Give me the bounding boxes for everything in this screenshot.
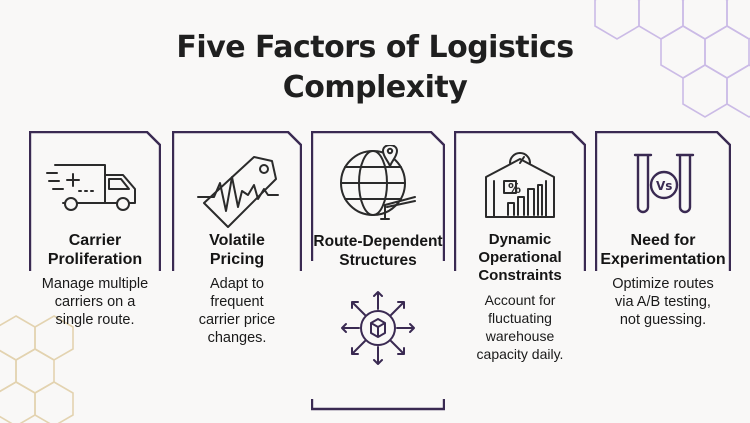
distribution-hub-icon — [341, 291, 415, 365]
heading-line: Operational — [478, 249, 562, 266]
panel-heading: Carrier Proliferation — [29, 231, 161, 269]
description-line: Account for — [484, 292, 556, 308]
description-line: frequent — [210, 294, 264, 310]
price-tag-volatility-icon — [197, 156, 279, 228]
svg-text:%: % — [508, 182, 521, 197]
description-line: carriers on a — [54, 294, 136, 310]
warehouse-capacity-icon: % — [485, 152, 555, 218]
panel-heading: Route-Dependent Structures — [311, 232, 445, 270]
description-line: Adapt to — [209, 276, 264, 292]
heading-line: Constraints — [478, 267, 562, 284]
description-line: capacity daily. — [476, 346, 564, 362]
description-line: via A/B testing, — [615, 294, 711, 310]
ab-test-tubes-icon: Vs — [633, 153, 695, 214]
heading-line: Dynamic — [488, 231, 552, 248]
panel-frame — [172, 131, 302, 271]
description-line: changes. — [207, 330, 267, 346]
panel-frame — [454, 131, 586, 271]
panel-description: Adapt to frequent carrier price changes. — [172, 275, 302, 347]
description-line: carrier price — [198, 312, 276, 328]
heading-line: Structures — [339, 252, 417, 269]
title-line: Complexity — [282, 70, 468, 105]
description-line: Optimize routes — [612, 276, 714, 292]
panel-heading: Volatile Pricing — [172, 231, 302, 269]
description-line: Manage multiple — [41, 276, 149, 292]
factor-panel-need-for-experimentation: Vs Need for Experimentation Optimize rou… — [595, 131, 731, 411]
page-title: Five Factors of Logistics Complexity — [0, 28, 750, 108]
heading-line: Experimentation — [600, 251, 726, 268]
panel-description: Account for fluctuating warehouse capaci… — [454, 291, 586, 363]
globe-route-icon — [340, 145, 416, 220]
heading-line: Pricing — [209, 251, 265, 268]
panel-description: Optimize routes via A/B testing, not gue… — [595, 275, 731, 329]
description-line: fluctuating — [488, 310, 552, 326]
panel-frame — [595, 131, 731, 271]
factor-panel-route-dependent-structures: Route-Dependent Structures — [311, 131, 445, 411]
panel-heading: Dynamic Operational Constraints — [454, 231, 586, 285]
heading-line: Carrier — [68, 232, 122, 249]
heading-line: Need for — [630, 232, 696, 249]
panel-heading: Need for Experimentation — [595, 231, 731, 269]
panel-frame — [311, 131, 445, 411]
svg-text:Vs: Vs — [656, 179, 672, 193]
description-line: warehouse — [485, 328, 555, 344]
hexagon-cluster-bottom-left — [0, 315, 74, 423]
title-line: Five Factors of Logistics — [176, 30, 574, 65]
factor-panel-dynamic-operational-constraints: % Dynamic Operational Constraints Accoun… — [454, 131, 586, 411]
factor-panel-volatile-pricing: Volatile Pricing Adapt to frequent carri… — [172, 131, 302, 411]
factor-panel-carrier-proliferation: Carrier Proliferation Manage multiple ca… — [29, 131, 161, 411]
heading-line: Route-Dependent — [313, 233, 443, 250]
hexagon-cluster-top-right — [594, 0, 750, 118]
panel-description: Manage multiple carriers on a single rou… — [27, 275, 163, 329]
heading-line: Proliferation — [47, 251, 143, 268]
description-line: single route. — [55, 312, 135, 328]
heading-line: Volatile — [209, 232, 265, 249]
delivery-truck-icon — [46, 164, 136, 211]
description-line: not guessing. — [619, 312, 707, 328]
panel-frame — [29, 131, 161, 271]
